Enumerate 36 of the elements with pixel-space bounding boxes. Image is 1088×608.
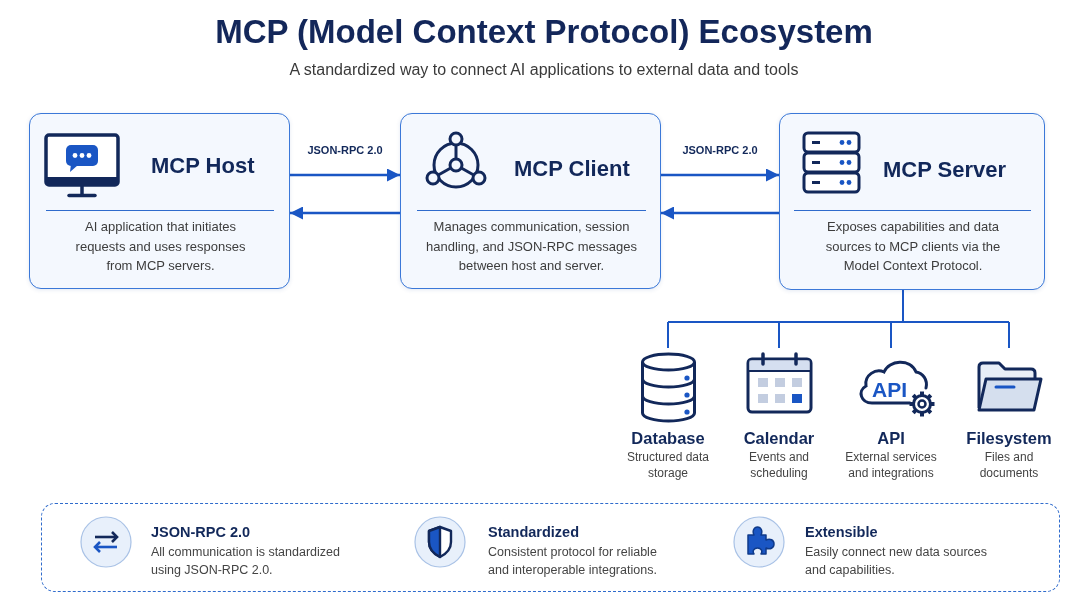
feature-heading: JSON-RPC 2.0 <box>151 523 251 541</box>
component-card <box>779 113 1045 290</box>
icon-text: API <box>872 378 907 402</box>
card-heading: MCP Server <box>883 157 1007 183</box>
source-description: Files and documents <box>978 449 1040 481</box>
feature-description: Easily connect new data sources and capabilities. <box>805 544 989 579</box>
card-description: Manages communication, session handling, and JSON-RPC messages between host and server. <box>425 218 638 275</box>
feature-description: All communication is standardized using JSON-RPC 2.0. <box>151 544 341 579</box>
source-name: API <box>877 428 905 448</box>
connector-line <box>1008 321 1010 349</box>
card-description: AI application that initiates requests and uses responses from MCP servers. <box>74 218 247 275</box>
feature-heading: Standardized <box>488 523 580 541</box>
card-description: Exposes capabilities and data sources to MCP clients via the Model Context Protocol. <box>824 218 1002 275</box>
connector-line <box>890 321 892 349</box>
arrow <box>661 168 779 182</box>
card-heading: MCP Client <box>514 156 630 182</box>
connector-line <box>667 289 1010 323</box>
feature-panel <box>41 503 1060 592</box>
source-name: Filesystem <box>966 428 1052 448</box>
arrow <box>290 168 400 182</box>
feature-heading: Extensible <box>805 523 878 541</box>
card-heading: MCP Host <box>151 153 255 179</box>
component-card <box>400 113 661 289</box>
connector-line <box>778 321 780 349</box>
arrow <box>661 206 779 220</box>
connector-line <box>667 321 669 349</box>
source-name: Database <box>631 428 705 448</box>
source-description: Events and scheduling <box>747 449 810 481</box>
arrow <box>290 206 400 220</box>
source-description: External services and integrations <box>844 449 938 481</box>
subtitle: A standardized way to connect AI applications to external data and tools <box>289 61 799 78</box>
component-card <box>29 113 290 289</box>
feature-description: Consistent protocol for reliable and interoperable integrations. <box>488 544 658 579</box>
diagram-title: MCP (Model Context Protocol) Ecosystem <box>215 13 873 50</box>
source-name: Calendar <box>743 428 815 448</box>
source-description: Structured data storage <box>625 449 711 481</box>
